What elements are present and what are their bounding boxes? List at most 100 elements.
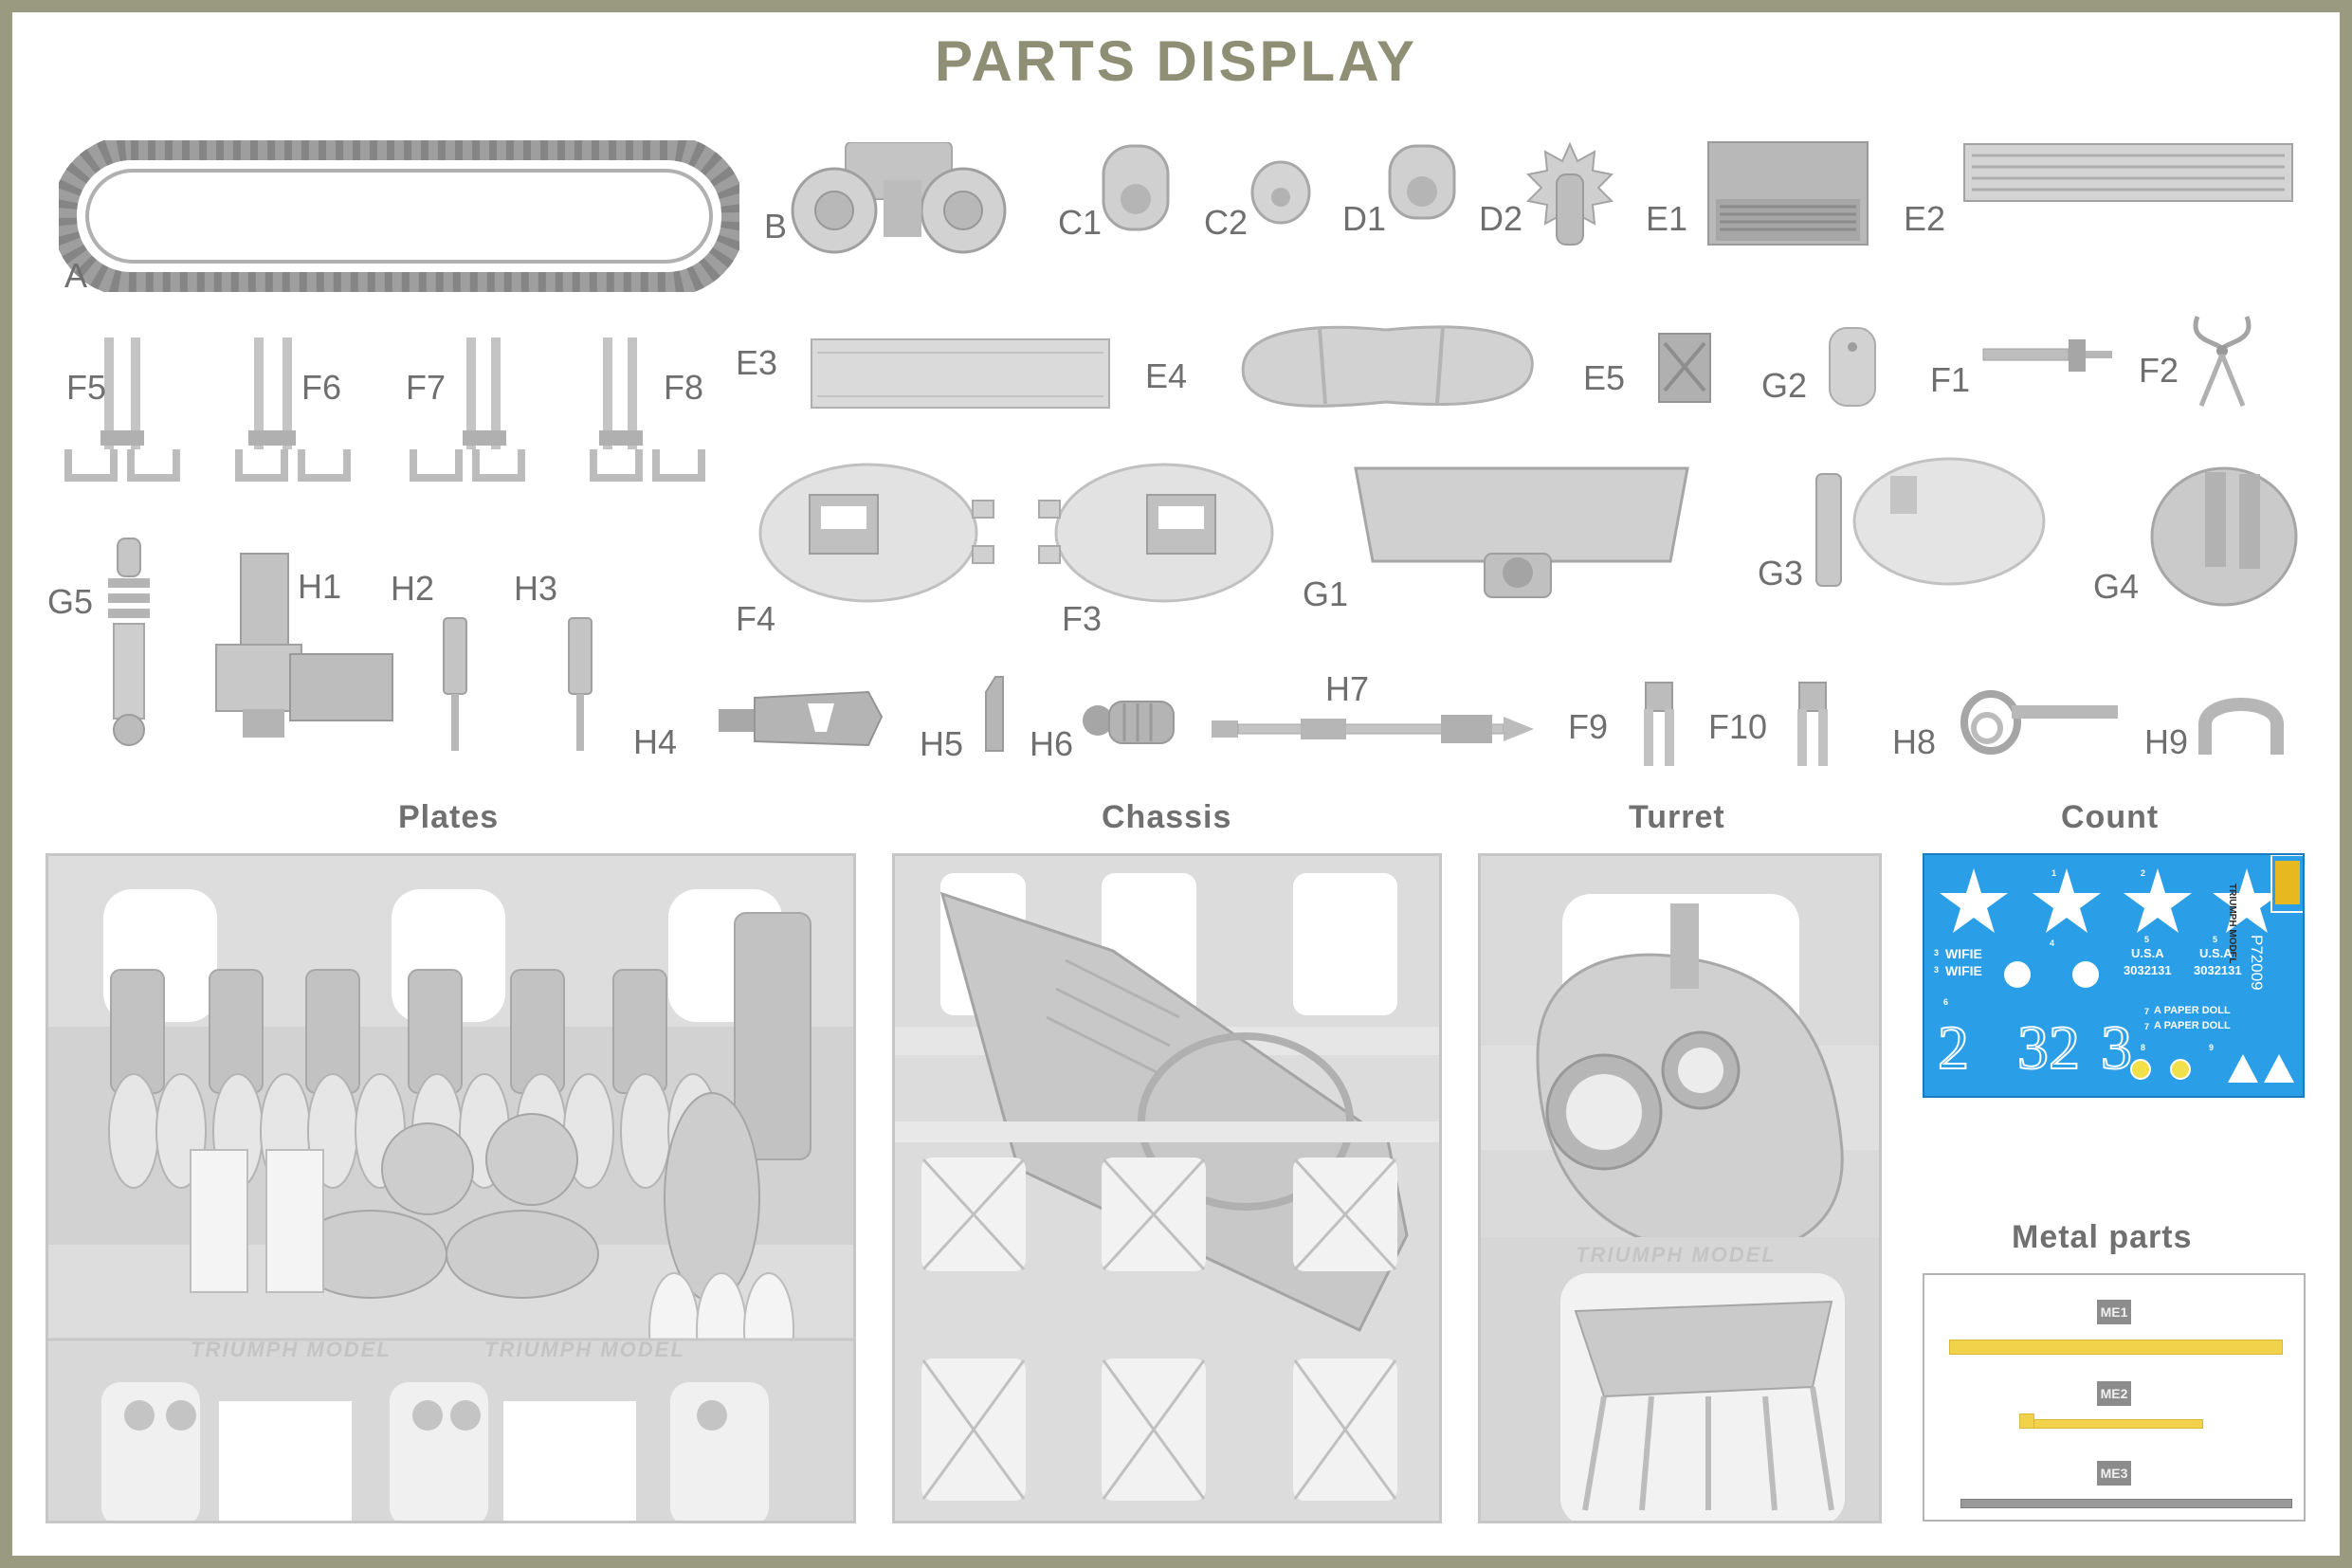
part-f6-bracket bbox=[235, 337, 351, 482]
decal-idx-1: 1 bbox=[2051, 868, 2057, 878]
part-h6-boot bbox=[1083, 701, 1175, 744]
section-count-heading: Count bbox=[2061, 799, 2160, 835]
label-g3: G3 bbox=[1758, 554, 1804, 593]
part-b-bogie bbox=[791, 142, 1007, 254]
page-title: PARTS DISPLAY bbox=[934, 29, 1418, 93]
label-d1: D1 bbox=[1342, 199, 1387, 238]
decal-idx-3b: 3 bbox=[1934, 965, 1940, 975]
part-f7-bracket bbox=[410, 337, 525, 482]
label-g1: G1 bbox=[1303, 574, 1349, 613]
decal-idx-6: 6 bbox=[1943, 997, 1949, 1007]
decal-idx-4: 4 bbox=[2050, 939, 2055, 948]
decal-usa-1: U.S.A bbox=[2131, 946, 2164, 960]
label-h9: H9 bbox=[2144, 722, 2189, 761]
decal-num-2: 2 bbox=[1937, 1012, 1970, 1084]
decal-code: P72009 bbox=[2248, 935, 2266, 991]
plates-watermark: TRIUMPH MODEL bbox=[191, 1338, 392, 1361]
turret-panel: TRIUMPH MODEL bbox=[1478, 853, 1882, 1523]
label-e5: E5 bbox=[1583, 358, 1626, 397]
decal-idx-5b: 5 bbox=[2213, 935, 2218, 944]
label-h5: H5 bbox=[920, 724, 964, 763]
label-e2: E2 bbox=[1904, 199, 1946, 238]
decal-idx-7b: 7 bbox=[2144, 1022, 2150, 1031]
label-f9: F9 bbox=[1568, 707, 1609, 746]
label-h4: H4 bbox=[633, 722, 678, 761]
part-f4-hatch bbox=[758, 463, 994, 603]
part-h2-mg bbox=[443, 617, 467, 751]
part-g1-hull-plate bbox=[1354, 466, 1689, 598]
part-g5-shock bbox=[108, 538, 150, 746]
decal-wifie-2: WIFIE bbox=[1945, 963, 1982, 978]
metal-bar-me2-end bbox=[2019, 1413, 2034, 1429]
label-g2: G2 bbox=[1761, 366, 1808, 405]
part-f10-bracket bbox=[1797, 682, 1828, 766]
part-c2-wheel bbox=[1250, 160, 1311, 225]
decal-idx-9: 9 bbox=[2209, 1043, 2215, 1052]
plates-render bbox=[48, 856, 853, 1521]
decal-doll-2: A PAPER DOLL bbox=[2154, 1020, 2231, 1031]
metal-bar-me3 bbox=[1960, 1499, 2292, 1508]
metal-label-me1: ME1 bbox=[2097, 1300, 2131, 1324]
plates-watermark-2: TRIUMPH MODEL bbox=[484, 1338, 685, 1361]
plates-panel: TRIUMPH MODEL TRIUMPH MODEL bbox=[46, 853, 856, 1523]
decal-num-32: 32 bbox=[2016, 1012, 2081, 1084]
part-g3-hatch bbox=[1815, 457, 2046, 587]
part-c1-wheel bbox=[1102, 144, 1170, 231]
label-e3: E3 bbox=[736, 343, 778, 382]
label-h7: H7 bbox=[1325, 669, 1370, 708]
section-metal-parts-heading: Metal parts bbox=[2012, 1219, 2193, 1255]
label-f1: F1 bbox=[1930, 360, 1971, 399]
label-h3: H3 bbox=[514, 569, 558, 608]
decal-idx-3: 3 bbox=[1934, 948, 1940, 957]
decal-stars bbox=[1940, 855, 2303, 1083]
part-f5-bracket bbox=[64, 337, 180, 482]
part-h7-rod bbox=[1212, 715, 1534, 743]
part-h1-mg-mount bbox=[215, 553, 393, 738]
part-f2-clamp bbox=[2193, 316, 2252, 407]
label-h2: H2 bbox=[391, 569, 435, 608]
label-f8: F8 bbox=[664, 368, 704, 407]
section-plates-heading: Plates bbox=[398, 799, 500, 835]
metal-bar-me2 bbox=[2031, 1419, 2203, 1429]
decal-serial-1: 3032131 bbox=[2124, 963, 2172, 977]
chassis-render bbox=[895, 856, 1439, 1521]
label-f10: F10 bbox=[1708, 707, 1768, 746]
section-turret-heading: Turret bbox=[1629, 799, 1725, 835]
part-a-track bbox=[59, 140, 739, 292]
part-g2-cylinder bbox=[1829, 327, 1876, 407]
label-c2: C2 bbox=[1204, 203, 1249, 242]
part-d2-sprocket bbox=[1526, 142, 1614, 246]
part-f9-bracket bbox=[1644, 682, 1674, 766]
decal-doll-1: A PAPER DOLL bbox=[2154, 1005, 2231, 1016]
decal-serial-2: 3032131 bbox=[2194, 963, 2242, 977]
label-g5: G5 bbox=[47, 582, 94, 621]
part-h9-shackle bbox=[2198, 698, 2284, 755]
label-a: A bbox=[64, 256, 88, 295]
decal-idx-5: 5 bbox=[2144, 935, 2150, 944]
turret-render bbox=[1481, 856, 1879, 1521]
part-f1-antenna bbox=[1982, 339, 2112, 372]
decal-wifie-1: WIFIE bbox=[1945, 946, 1982, 961]
chassis-panel bbox=[892, 853, 1442, 1523]
part-e1-panel bbox=[1707, 141, 1869, 246]
part-d1-wheel bbox=[1388, 144, 1456, 220]
decal-idx-7: 7 bbox=[2144, 1007, 2150, 1016]
part-e3-box bbox=[811, 338, 1110, 409]
label-d2: D2 bbox=[1479, 199, 1523, 238]
part-g4-hatch-disc bbox=[2150, 466, 2298, 607]
label-e4: E4 bbox=[1145, 356, 1188, 395]
label-e1: E1 bbox=[1646, 199, 1688, 238]
part-e4-tarp bbox=[1241, 325, 1534, 408]
section-chassis-heading: Chassis bbox=[1102, 799, 1232, 835]
decal-usa-2: U.S.A bbox=[2199, 946, 2233, 960]
label-f5: F5 bbox=[66, 368, 107, 407]
part-f3-hatch bbox=[1038, 463, 1274, 603]
decal-idx-2: 2 bbox=[2141, 868, 2146, 878]
metal-label-me2: ME2 bbox=[2097, 1381, 2131, 1406]
label-f6: F6 bbox=[301, 368, 342, 407]
label-f2: F2 bbox=[2139, 351, 2179, 390]
part-h5-peg bbox=[985, 676, 1004, 752]
label-f4: F4 bbox=[736, 599, 776, 638]
label-h6: H6 bbox=[1030, 724, 1074, 763]
label-g4: G4 bbox=[2093, 567, 2140, 606]
